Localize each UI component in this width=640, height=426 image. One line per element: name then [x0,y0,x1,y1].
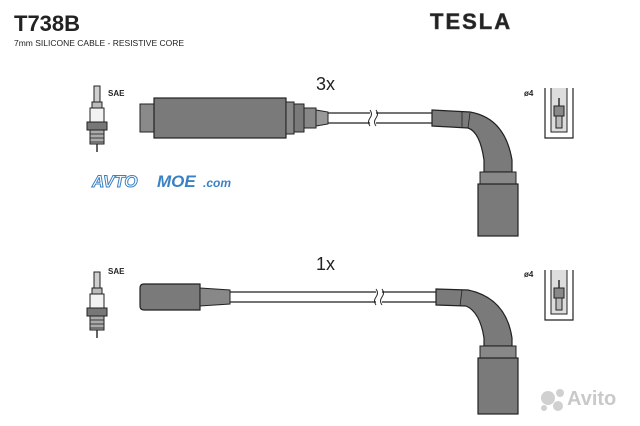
cable [328,109,432,127]
terminal-label: ø4 [524,270,534,279]
quantity-label: 3x [316,74,335,94]
plug-label-sae: SAE [108,89,125,98]
plug-boot [139,97,329,139]
cable [230,288,436,306]
cable-set-1: SAE 3x [86,74,574,237]
avito-logo-icon [541,389,564,411]
terminal-socket-icon [544,88,574,139]
quantity-label: 1x [316,254,335,274]
coil-boot [431,109,519,237]
subtitle: 7mm SILICONE CABLE - RESISTIVE CORE [14,38,184,48]
coil-boot [435,288,519,415]
spark-plug-icon [86,85,108,152]
svg-text:MOE: MOE [157,172,196,191]
svg-text:AVTO: AVTO [91,172,138,191]
svg-text:.com: .com [203,176,231,190]
site-watermark: AVTO MOE .com [91,172,232,192]
svg-text:Avito: Avito [567,388,616,410]
plug-boot [139,283,231,311]
plug-label-sae: SAE [108,267,125,276]
part-number: T738B [14,11,80,36]
brand-logo: TESLA [430,9,512,34]
marketplace-watermark: Avito [541,388,616,411]
terminal-label: ø4 [524,89,534,98]
spark-plug-icon [86,271,108,338]
cable-set-2: SAE 1x ø4 [86,254,574,415]
terminal-socket-icon [544,270,574,321]
